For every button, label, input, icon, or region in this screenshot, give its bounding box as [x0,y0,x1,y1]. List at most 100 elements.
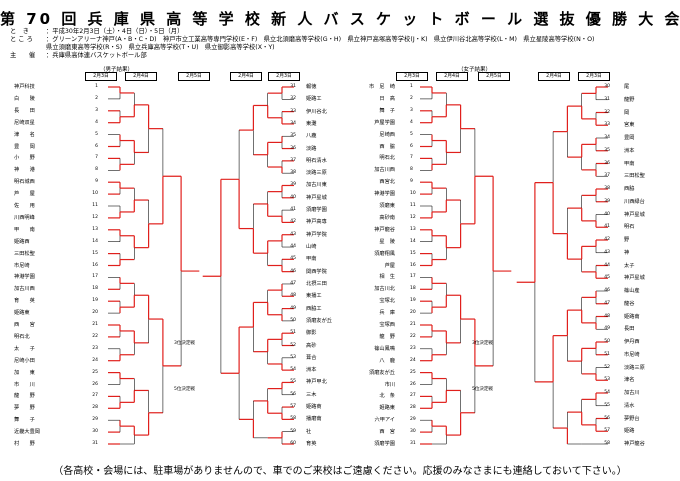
boys_left-team-name: 長 田 [14,107,35,114]
girls_left-seed-number: 25 [410,369,416,375]
boys_left-team-name: 近畿大豊岡 [14,429,40,436]
boys_right-seed-number: 43 [290,231,296,237]
girls_left-team-name: 龍 野 [379,333,395,340]
girls_right-seed-number: 37 [604,173,610,179]
girls_right-seed-number: 49 [604,326,610,332]
girls_left-team-name: 加古川北 [374,286,395,293]
boys_right-team-name: 伊川谷北 [306,108,327,115]
boys_right-team-name: 神戸高専 [306,219,327,226]
boys_right-team-name: 三木 [306,391,317,398]
boys-division-label: （男子結果） [100,67,134,73]
boys_left-seed-number: 9 [95,179,98,185]
boys-third-place-label: 3位決定戦 [174,341,195,346]
boys_right-team-name: 東灘 [306,120,317,127]
girls_right-team-name: 龍野 [624,96,635,103]
boys_left-seed-number: 1 [95,84,98,89]
girls_right-seed-number: 50 [604,339,610,344]
girls_left-seed-number: 2 [410,95,413,101]
boys_right-team-name: 育英 [306,441,317,447]
boys_left-seed-number: 13 [92,226,98,232]
girls_left-seed-number: 14 [410,238,416,244]
girls_right-seed-number: 42 [604,237,610,242]
boys_left-team-name: 市 川 [14,381,35,388]
boys_right-seed-number: 34 [290,120,296,126]
girls_left-seed-number: 10 [410,191,416,197]
girls_right-team-name: 津名 [624,377,635,384]
boys_left-team-name: 西 宮 [14,322,35,328]
boys_left-seed-number: 14 [92,238,98,244]
girls_right-team-name: 洲本 [624,147,635,154]
boys_right-seed-number: 42 [290,219,296,225]
girls_left-team-name: 加古川西 [374,167,395,174]
boys_right-team-name: 葺合 [306,354,317,361]
girls_right-seed-number: 43 [604,249,610,255]
girls_left-team-name: 明石北 [379,155,395,162]
boys_left-seed-number: 8 [95,167,98,173]
girls_left-team-name: 須磨学園 [374,441,395,447]
girls_left-seed-number: 12 [410,214,416,220]
girls_right-team-name: 淡路三原 [624,364,645,371]
girls_left-team-name: 西宮北 [379,179,395,186]
boys_right-seed-number: 53 [290,354,296,360]
girls_left-team-name: 須磨友が丘 [369,369,395,376]
girls_right-team-name: 神戸星城 [624,275,645,282]
boys_right-seed-number: 44 [290,244,296,250]
girls_left-team-name: 市川 [384,381,395,388]
boys_left-seed-number: 17 [92,274,98,280]
boys_left-team-name: 夢 野 [14,405,35,412]
boys_left-team-name: 尼崎小田 [14,357,35,364]
boys_left-team-name: 芦 屋 [14,191,35,198]
girls_left-seed-number: 20 [410,310,416,316]
girls_left-seed-number: 1 [410,84,413,89]
boys_left-seed-number: 21 [92,322,98,327]
boys_right-seed-number: 59 [290,428,296,434]
boys_right-team-name: 御影 [306,330,317,337]
boys_left-seed-number: 7 [95,155,98,161]
boys_left-seed-number: 12 [92,214,98,220]
boys_left-seed-number: 18 [92,286,98,292]
boys_right-seed-number: 45 [290,256,296,262]
boys_left-seed-number: 4 [95,119,98,125]
girls_left-seed-number: 13 [410,226,416,232]
boys_right-team-name: 淡路三原 [306,170,327,177]
round-date-header: 2月3日 [578,72,610,81]
boys_left-team-name: 甲 南 [14,226,35,233]
boys_left-team-name: 姫路西 [14,238,30,245]
girls_left-team-name: 星 陵 [379,238,395,245]
girls_right-team-name: 甲南 [624,160,635,167]
boys_left-seed-number: 19 [92,298,98,304]
girls_left-team-name: 芦屋 [384,262,395,269]
girls_left-team-name: 六甲アイ [374,417,396,424]
boys_right-team-name: 播磨南 [306,416,322,423]
girls_left-seed-number: 5 [410,131,413,137]
girls_left-seed-number: 24 [410,357,416,363]
boys_left-seed-number: 26 [92,381,98,387]
boys_left-team-name: 加古川西 [14,286,35,293]
girls_right-seed-number: 35 [604,147,610,153]
girls_right-seed-number: 55 [604,402,610,408]
girls_left-seed-number: 11 [410,203,416,208]
boys_right-seed-number: 60 [290,441,296,446]
girls_left-seed-number: 28 [410,405,416,411]
girls_right-seed-number: 41 [604,224,610,230]
round-date-header: 2月5日 [178,72,210,81]
boys_right-team-name: 山崎 [306,244,317,251]
girls_left-team-name: 舞 子 [379,107,395,114]
girls_left-team-name: 兵 庫 [379,310,395,317]
boys_left-seed-number: 22 [92,333,98,339]
boys_left-seed-number: 29 [92,417,98,423]
boys_left-team-name: 白 陵 [14,95,35,102]
boys_right-team-name: 明石清水 [306,157,327,164]
round-date-header: 2月3日 [268,72,300,81]
boys_right-team-name: 関西学院 [306,268,327,275]
boys_left-team-name: 舞 子 [14,417,35,424]
boys_right-seed-number: 57 [290,404,296,410]
girls_right-team-name: 清水 [624,402,635,409]
info-venue: と こ ろ：グリーンアリーナ神戸(A・B・C・D) 神戸市立工業高等専門学校(E… [10,36,595,43]
boys_right-team-name: 西脇工 [306,305,322,312]
boys_right-team-name: 神戸星城 [306,194,327,201]
girls_right-team-name: 野 [624,237,630,243]
boys_right-seed-number: 52 [290,342,296,348]
boys_left-team-name: 神 港 [14,167,35,174]
